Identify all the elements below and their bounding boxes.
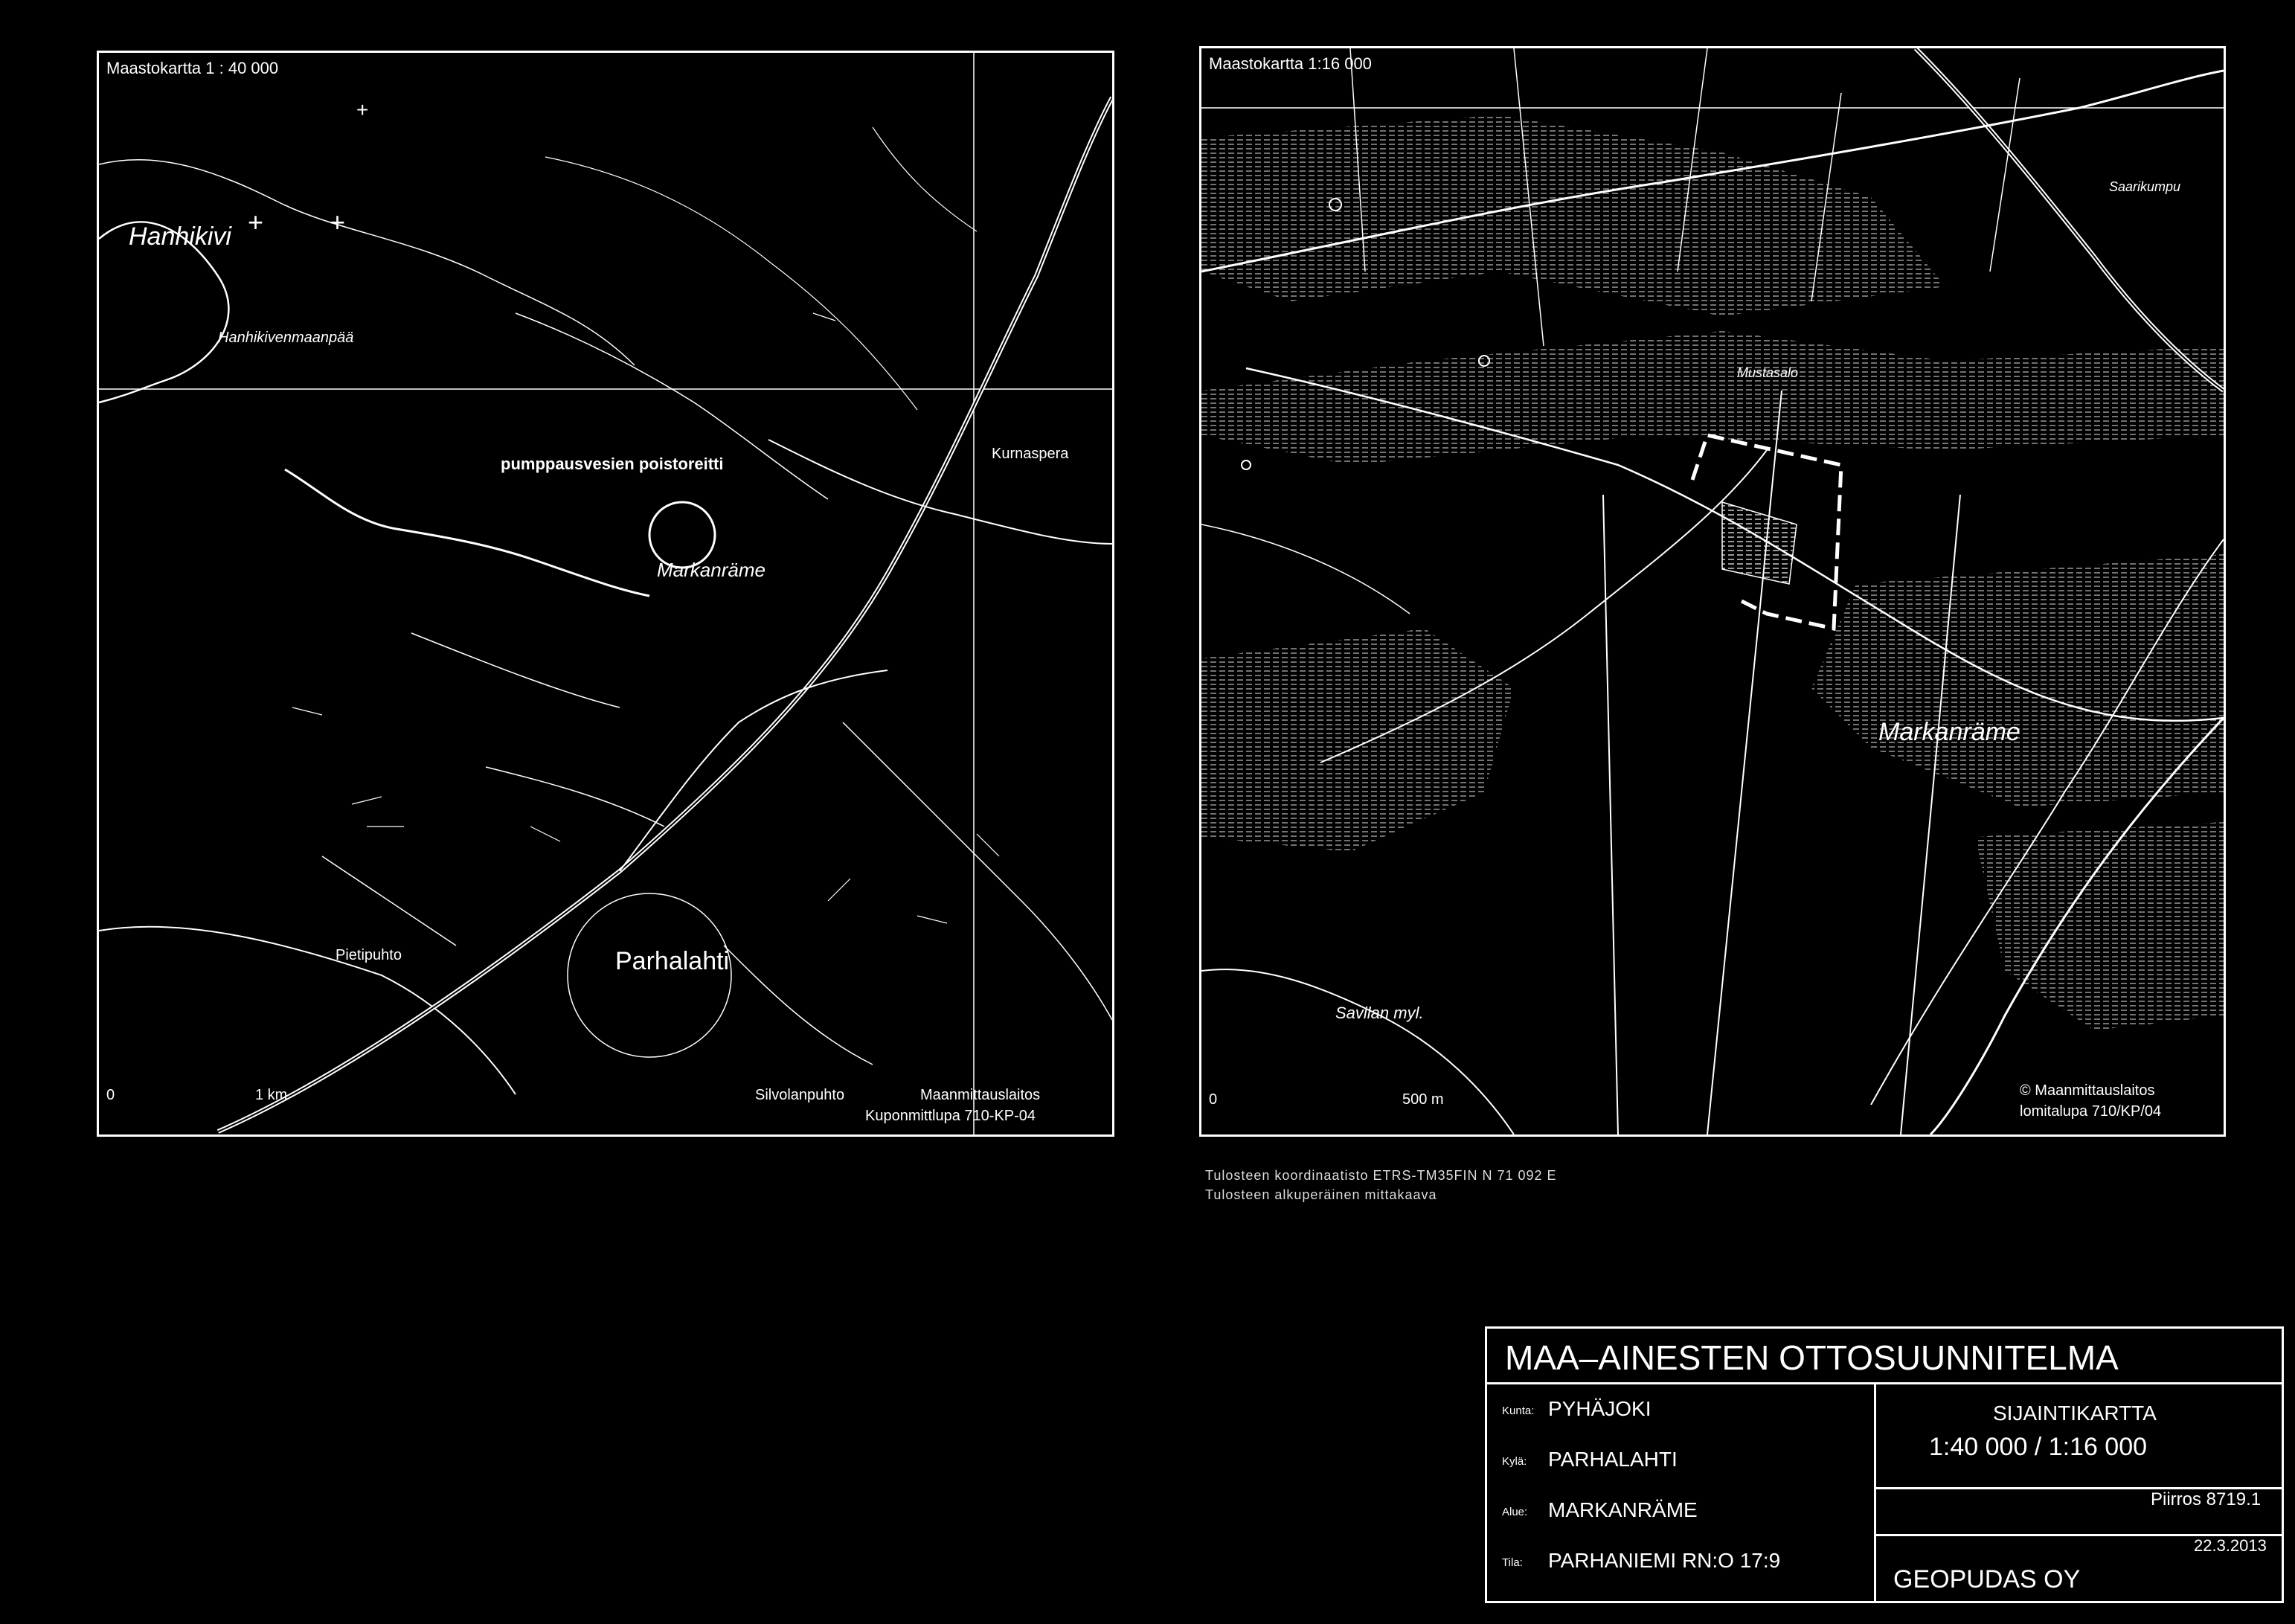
place-label-silvolanpuhto: Silvolanpuhto (755, 1087, 845, 1103)
place-label-mustasalo: Mustasalo (1737, 365, 1799, 380)
map-linework-right (1201, 48, 2224, 1134)
place-label-hanhikivenmaanpaa: Hanhikivenmaanpää (218, 330, 354, 346)
map-scale-title: Maastokartta 1 : 40 000 (106, 59, 279, 77)
kyla-value: PARHALAHTI (1548, 1448, 1678, 1471)
place-label-kurnaspera: Kurnaspera (992, 446, 1069, 462)
alue-value: MARKANRÄME (1548, 1498, 1698, 1521)
drawing-divider (1874, 1534, 2282, 1536)
map-scales: 1:40 000 / 1:16 000 (1929, 1433, 2148, 1461)
svg-text:+: + (356, 98, 368, 121)
kunta-value: PYHÄJOKI (1548, 1397, 1652, 1420)
scalebar-zero: 0 (106, 1087, 115, 1103)
map-type: SIJAINTIKARTTA (1993, 1402, 2157, 1425)
place-label-hanhikivi: Hanhikivi (129, 222, 231, 251)
footnote-coordinates: Tulosteen koordinaatisto ETRS-TM35FIN N … (1205, 1168, 1557, 1183)
place-label-markanrame: Markanräme (1878, 718, 2020, 746)
scalebar-1km: 1 km (255, 1087, 288, 1103)
svg-text:+: + (330, 207, 345, 237)
copyright-line-1: © Maanmittauslaitos (2020, 1082, 2155, 1099)
alue-label: Alue: (1502, 1506, 1528, 1518)
scalebar-500m: 500 m (1402, 1091, 1444, 1108)
copyright-line-1: Maanmittauslaitos (920, 1087, 1041, 1103)
tila-label: Tila: (1502, 1556, 1523, 1569)
location-map-1-16000: Maastokartta 1:16 000 Saarikumpu Mustasa… (1199, 46, 2226, 1137)
drawing-date: 22.3.2013 (2194, 1536, 2267, 1555)
place-label-pumppausvesien-poistoreitti: pumppausvesien poistoreitti (501, 455, 724, 473)
plan-title: MAA–AINESTEN OTTOSUUNNITELMA (1505, 1338, 2119, 1377)
map-linework-left: + + + (99, 53, 1112, 1134)
kunta-label: Kunta: (1502, 1405, 1535, 1417)
scale-divider (1874, 1487, 2282, 1489)
svg-text:+: + (248, 207, 263, 237)
map-scale-title: Maastokartta 1:16 000 (1209, 54, 1372, 73)
place-label-markanrame: Markanräme (657, 559, 765, 581)
kyla-label: Kylä: (1502, 1455, 1527, 1468)
drawing-number: Piirros 8719.1 (2151, 1489, 2262, 1509)
location-map-1-40000: + + + Maastokartta 1 : 40 000 Hanhikivi … (97, 51, 1114, 1137)
title-block: MAA–AINESTEN OTTOSUUNNITELMA Kunta: PYHÄ… (1485, 1326, 2284, 1603)
copyright-line-2: Kuponmittlupa 710-KP-04 (865, 1108, 1036, 1124)
footnote-scale: Tulosteen alkuperäinen mittakaava (1205, 1187, 1437, 1202)
place-label-pietipuhto: Pietipuhto (336, 947, 402, 963)
company-name: GEOPUDAS OY (1893, 1565, 2081, 1593)
title-divider (1487, 1382, 2282, 1384)
place-label-parhalahti: Parhalahti (615, 947, 730, 975)
scalebar-zero: 0 (1209, 1091, 1218, 1108)
tila-value: PARHANIEMI RN:O 17:9 (1548, 1549, 1781, 1572)
column-divider (1874, 1382, 1876, 1601)
copyright-line-2: lomitalupa 710/KP/04 (2020, 1103, 2162, 1120)
place-label-saarikumpu: Saarikumpu (2109, 179, 2181, 194)
place-label-savilan-myl: Savilan myl. (1335, 1004, 1424, 1022)
